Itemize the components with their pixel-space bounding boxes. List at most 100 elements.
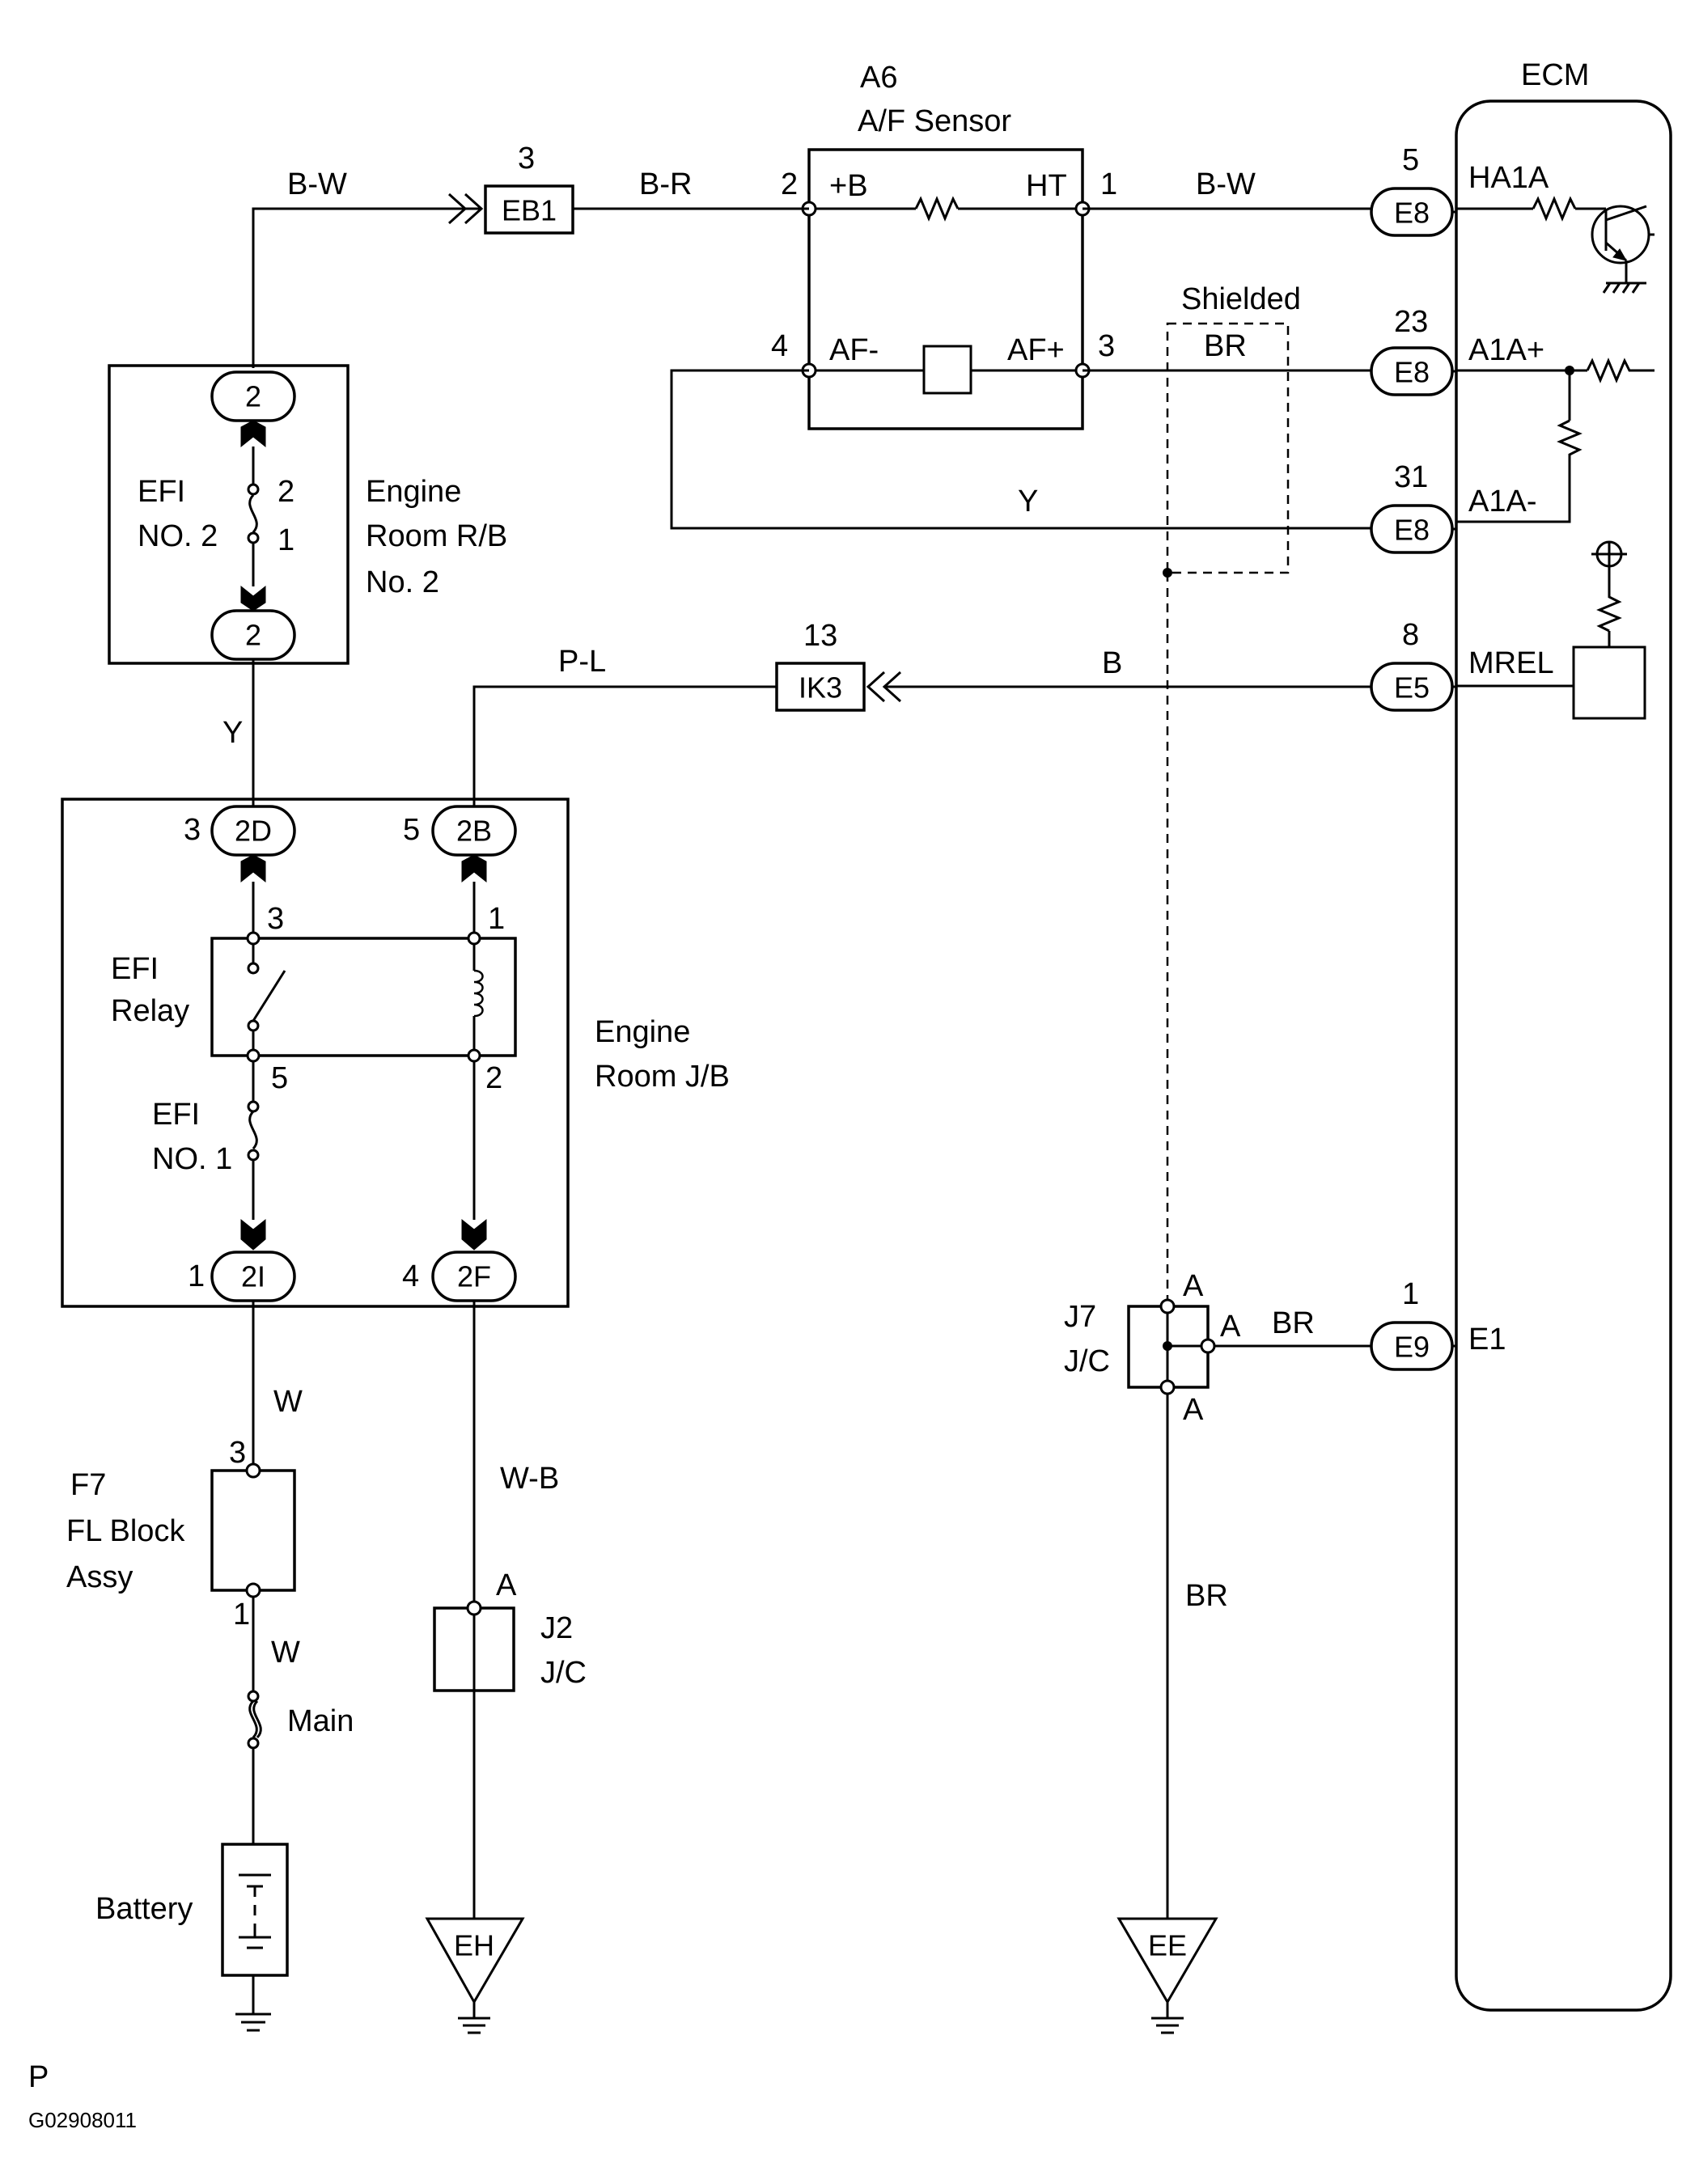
ecm-a1a-bridge-resistor — [1456, 419, 1582, 523]
af-sensor-name: A/F Sensor — [858, 104, 1011, 138]
main-fusible-link-icon — [248, 1699, 262, 1739]
svg-text:J7: J7 — [1064, 1300, 1096, 1334]
svg-text:W: W — [271, 1636, 300, 1670]
svg-text:Room J/B: Room J/B — [595, 1060, 730, 1094]
ecm-connectors: E8 5 E8 23 E8 31 E5 8 E9 1 — [1370, 143, 1456, 1371]
svg-text:5: 5 — [403, 813, 420, 847]
battery-ground-icon — [235, 2013, 271, 2032]
svg-text:1: 1 — [233, 1598, 250, 1632]
svg-text:F7: F7 — [70, 1468, 106, 1502]
svg-text:Main: Main — [287, 1704, 354, 1738]
svg-text:J/C: J/C — [1064, 1344, 1110, 1378]
svg-text:EE: EE — [1148, 1929, 1187, 1962]
svg-text:2: 2 — [781, 167, 798, 201]
svg-text:EFI: EFI — [111, 952, 159, 986]
efi-relay — [210, 937, 517, 1057]
svg-text:P-L: P-L — [558, 645, 606, 679]
wire-pl — [472, 685, 777, 827]
ecm-terminal-e1: E1 — [1468, 1323, 1506, 1357]
wire-bw-top — [252, 207, 481, 368]
efi-no2-fuse-icon — [248, 493, 258, 534]
svg-text:3: 3 — [1098, 329, 1115, 363]
svg-text:A: A — [1183, 1269, 1204, 1303]
svg-text:4: 4 — [771, 329, 788, 363]
svg-text:NO. 2: NO. 2 — [138, 519, 218, 553]
shield-outline — [1166, 322, 1290, 574]
svg-text:Y: Y — [1018, 485, 1038, 518]
wire-y-af — [670, 369, 1371, 530]
svg-text:B-W: B-W — [287, 167, 347, 201]
svg-text:2B: 2B — [456, 815, 492, 848]
ecm-chassis-ground-icon — [1602, 281, 1646, 294]
ecm-unit: ECM HA1A A1A+ A1A- MREL E1 — [1455, 58, 1672, 2012]
svg-text:W-B: W-B — [500, 1462, 559, 1496]
svg-text:E8: E8 — [1394, 356, 1430, 389]
svg-text:B-R: B-R — [639, 167, 692, 201]
svg-text:5: 5 — [271, 1061, 288, 1095]
ecm-terminal-ha1a: HA1A — [1468, 161, 1549, 195]
svg-text:1: 1 — [488, 902, 505, 936]
svg-text:FL Block: FL Block — [66, 1514, 185, 1548]
engine-room-jb: 2D 3 2B 5 2I 1 2F 4 EFI Relay 3 1 5 2 — [61, 798, 570, 1308]
ground-eh-icon — [458, 2017, 490, 2034]
svg-text:A: A — [496, 1568, 517, 1602]
svg-text:5: 5 — [1402, 143, 1419, 177]
svg-text:B: B — [1102, 646, 1122, 680]
svg-text:HT: HT — [1026, 169, 1067, 203]
efi-relay-coil-icon — [473, 969, 484, 1018]
svg-text:Battery: Battery — [95, 1892, 193, 1926]
svg-text:3: 3 — [229, 1436, 246, 1470]
ground-ee-icon — [1151, 2017, 1184, 2034]
svg-text:J2: J2 — [540, 1611, 573, 1645]
svg-text:23: 23 — [1394, 305, 1428, 339]
rb-top-terminal-arrow-icon — [240, 420, 266, 448]
svg-text:E8: E8 — [1394, 514, 1430, 547]
svg-text:8: 8 — [1402, 618, 1419, 652]
svg-text:E9: E9 — [1394, 1331, 1430, 1364]
svg-text:EFI: EFI — [138, 475, 185, 509]
svg-text:A: A — [1220, 1310, 1241, 1344]
svg-text:BR: BR — [1204, 329, 1247, 363]
svg-text:4: 4 — [402, 1259, 419, 1293]
svg-text:+B: +B — [829, 169, 868, 203]
svg-text:BR: BR — [1185, 1579, 1228, 1613]
svg-text:2I: 2I — [241, 1260, 265, 1293]
efi-relay-switch-icon — [252, 970, 286, 1022]
2i-terminal-arrow-icon — [240, 1218, 266, 1251]
svg-text:IK3: IK3 — [799, 671, 842, 705]
af-sensor-id: A6 — [860, 61, 897, 95]
svg-text:Room R/B: Room R/B — [366, 519, 507, 553]
svg-text:2: 2 — [245, 619, 261, 652]
svg-text:Relay: Relay — [111, 994, 189, 1028]
svg-text:3: 3 — [267, 902, 284, 936]
svg-text:J/C: J/C — [540, 1656, 587, 1690]
af-sensor-heater-resistor — [914, 196, 960, 222]
svg-text:EFI: EFI — [152, 1098, 200, 1132]
svg-text:2D: 2D — [235, 815, 272, 848]
ground-eh — [425, 1917, 525, 2005]
rb-bottom-terminal-arrow-icon — [240, 585, 266, 612]
af-sensor: A6 A/F Sensor +B HT AF- AF+ 2 1 4 3 — [771, 61, 1117, 430]
ecm-a1ap-resistor — [1586, 358, 1655, 383]
svg-text:BR: BR — [1272, 1306, 1315, 1340]
2d-terminal-arrow-icon — [240, 854, 266, 883]
connector-ik3 — [775, 662, 866, 712]
battery — [221, 1843, 289, 1977]
svg-text:1: 1 — [278, 523, 294, 557]
svg-text:2: 2 — [245, 380, 261, 413]
svg-text:E8: E8 — [1394, 197, 1430, 230]
ecm-terminal-mrel: MREL — [1468, 646, 1554, 680]
footer-figure-code: G02908011 — [28, 2108, 137, 2132]
svg-text:EB1: EB1 — [502, 194, 557, 227]
ecm-mrel-driver-box — [1572, 645, 1646, 720]
ecm-terminal-a1ap: A1A+ — [1468, 333, 1544, 367]
f7-fl-block-assy — [210, 1469, 296, 1592]
svg-text:2: 2 — [485, 1061, 502, 1095]
shielded-label: Shielded — [1181, 282, 1301, 316]
engine-room-rb-no2: 2 2 EFI NO. 2 2 1 — [108, 364, 350, 665]
2b-terminal-arrow-icon — [461, 854, 487, 883]
svg-text:B-W: B-W — [1196, 167, 1256, 201]
svg-text:Engine: Engine — [366, 475, 461, 509]
svg-text:AF-: AF- — [829, 333, 879, 367]
svg-text:2: 2 — [278, 475, 294, 509]
